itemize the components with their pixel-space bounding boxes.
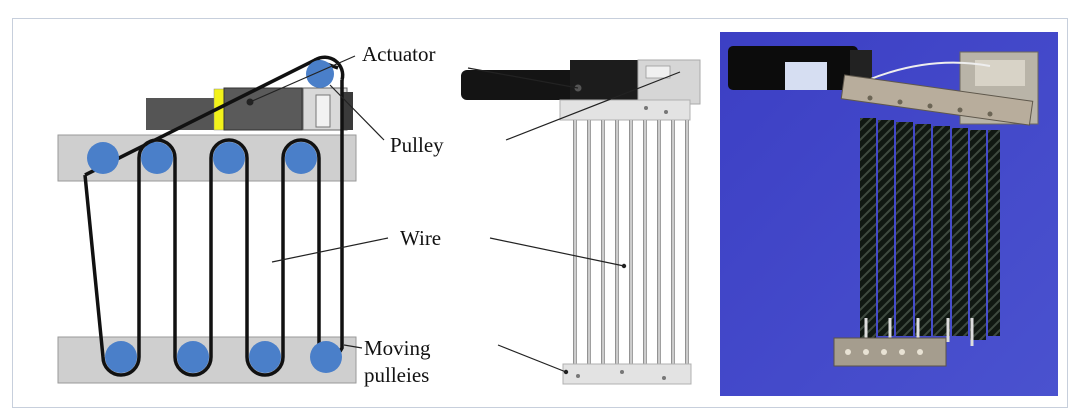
actuator-label: Actuator	[362, 42, 436, 66]
moving-pulleys-label-line2: pulleies	[364, 363, 430, 387]
pulley-leader	[329, 84, 385, 141]
wire-leader	[271, 237, 389, 263]
pulley-leader-2	[505, 71, 681, 141]
schematic-diagram	[57, 55, 389, 384]
moving-pulley-1	[105, 341, 137, 373]
wire-leader-2	[489, 237, 625, 267]
photo-braided-wires	[860, 118, 1000, 340]
actuator-motor	[223, 87, 303, 131]
fixed-pulley-4	[285, 142, 317, 174]
fixed-pulley-3	[213, 142, 245, 174]
moving-pulley-3	[249, 341, 281, 373]
fixed-pulley-1	[87, 142, 119, 174]
photo-bottom-block	[833, 337, 947, 367]
wire-label: Wire	[400, 226, 442, 250]
moving-pulleys-leader	[343, 344, 363, 349]
prototype-photo	[720, 32, 1058, 396]
fixed-pulley-2	[141, 142, 173, 174]
actuator-pulley	[306, 60, 334, 88]
photo-top-plate	[840, 74, 1034, 126]
moving-pulley-2	[177, 341, 209, 373]
pulley-label: Pulley	[390, 133, 444, 157]
rendered-bottom-bar	[562, 363, 692, 385]
rendered-top-bar	[559, 99, 691, 121]
model-rendering	[461, 59, 701, 385]
actuator-leader-2	[467, 67, 579, 89]
actuator-leader	[249, 55, 356, 103]
moving-pulleys-label-line1: Moving	[364, 336, 431, 360]
rendered-rods	[573, 120, 689, 364]
moving-pulley-4	[310, 341, 342, 373]
moving-pulleys-leader-2	[497, 344, 567, 373]
